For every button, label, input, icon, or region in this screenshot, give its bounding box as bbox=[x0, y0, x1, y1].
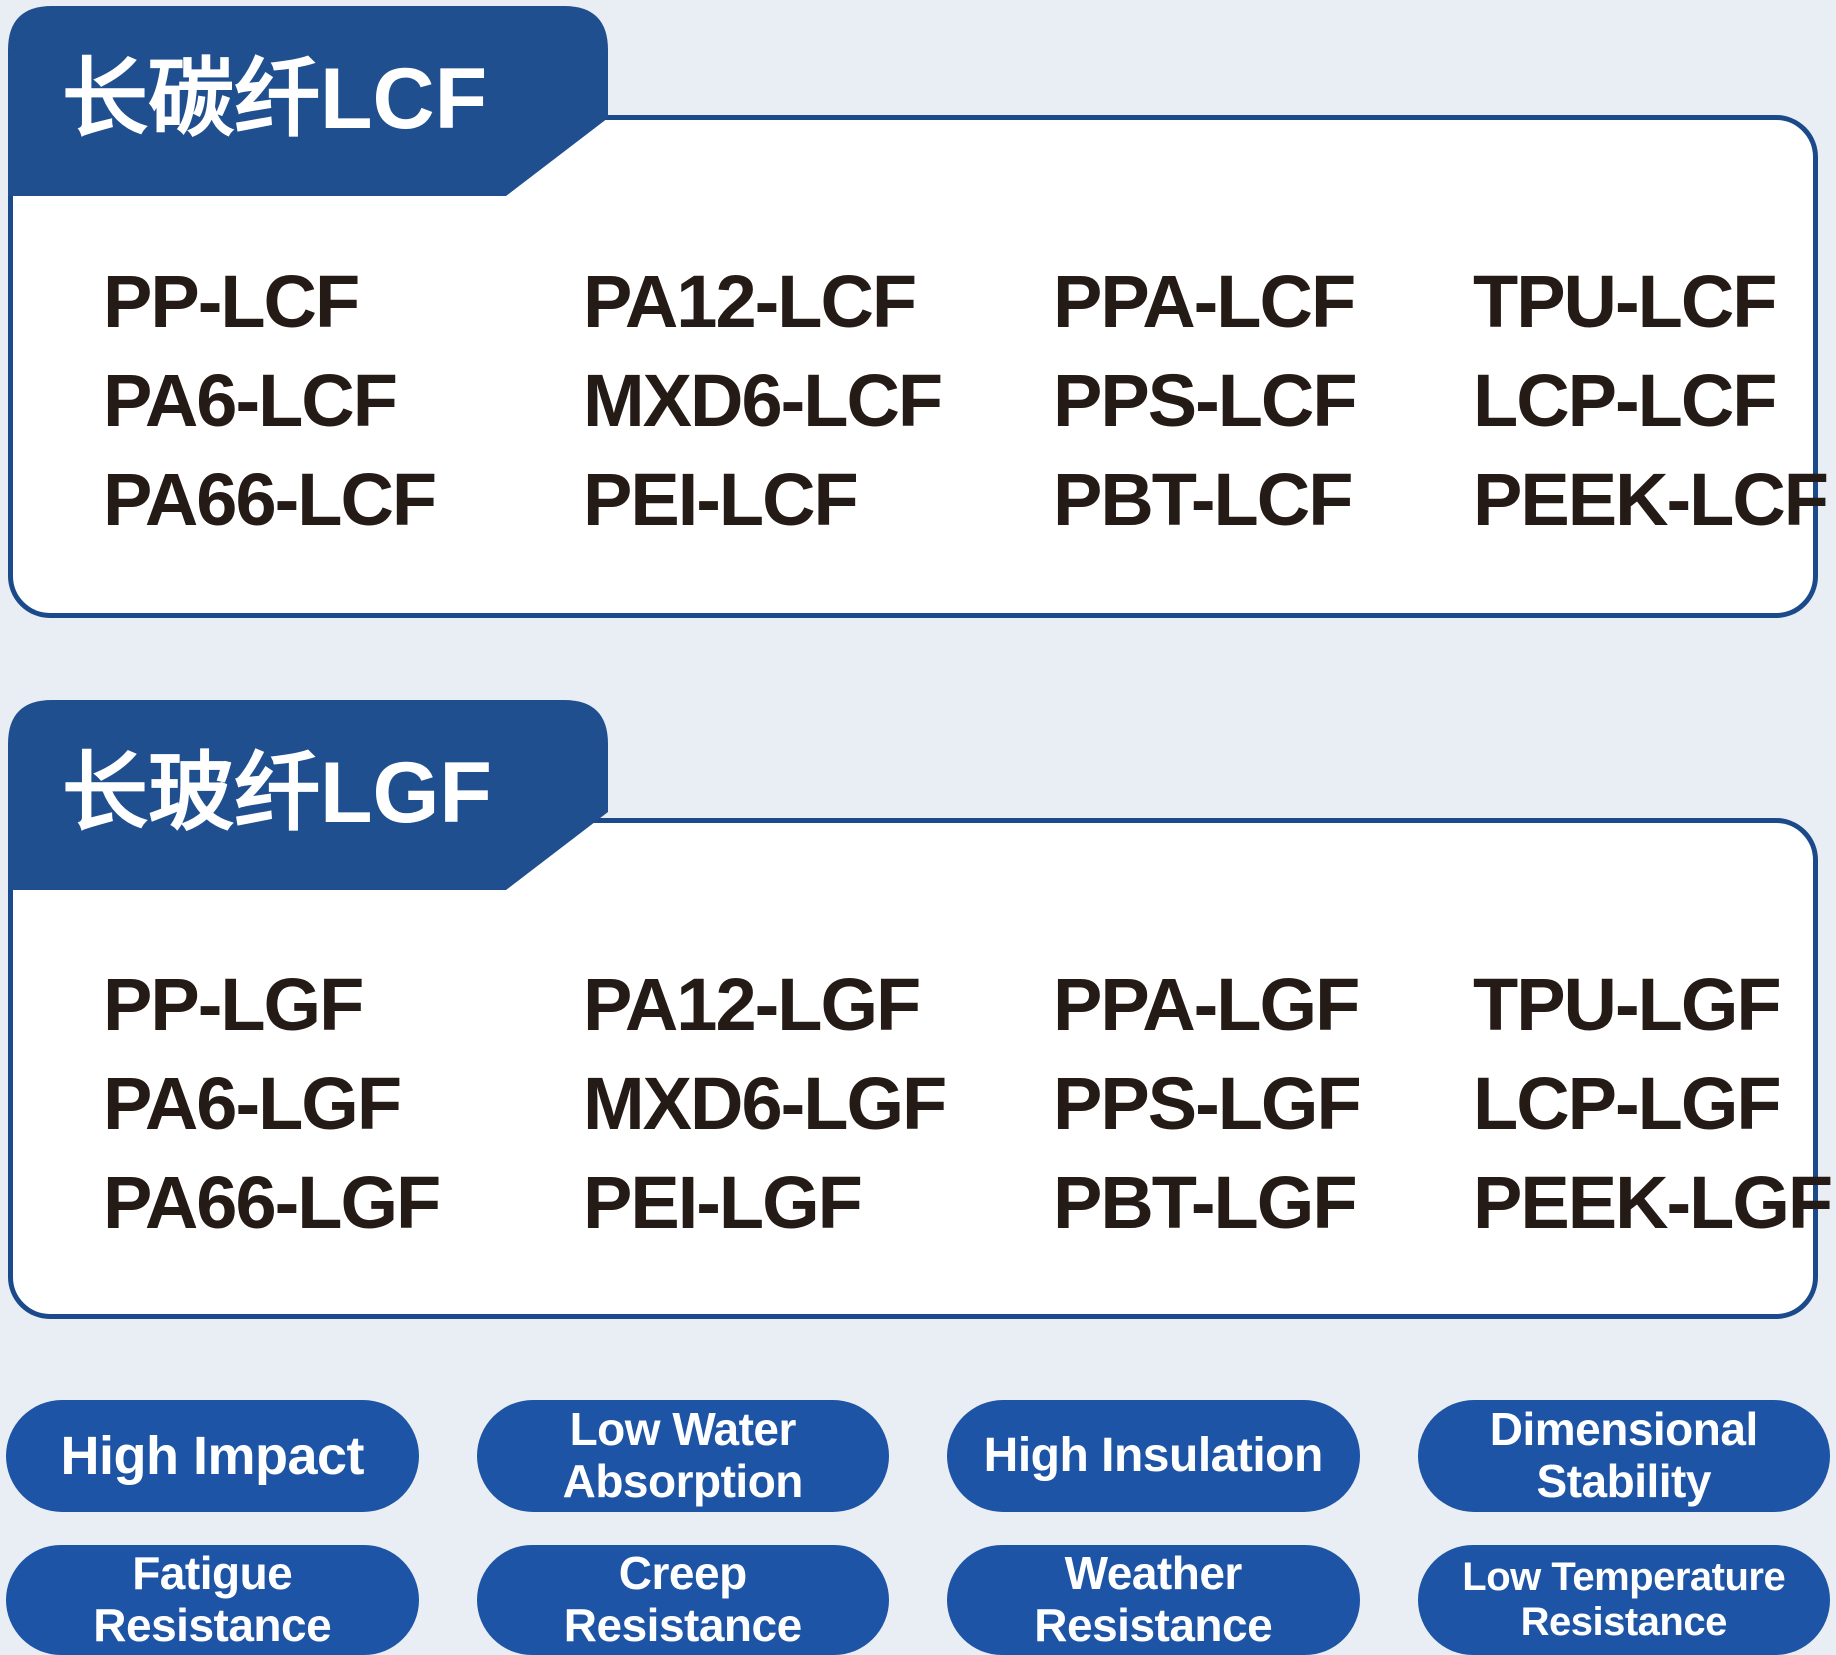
lgf-tab-title: 长玻纤LGF bbox=[62, 744, 492, 841]
material-item: LCP-LGF bbox=[1473, 1062, 1782, 1145]
material-item: PBT-LCF bbox=[1053, 458, 1353, 541]
lcf-card: PP-LCF PA12-LCF PPA-LCF TPU-LCF PA6-LCF … bbox=[8, 115, 1829, 618]
material-item: TPU-LGF bbox=[1473, 963, 1782, 1046]
badge-dimensional-stability: Dimensional Stability bbox=[1417, 1400, 1830, 1512]
material-item: MXD6-LGF bbox=[583, 1062, 947, 1145]
material-item: PA6-LCF bbox=[103, 359, 398, 442]
material-item: PBT-LGF bbox=[1053, 1161, 1358, 1244]
lgf-tab: 长玻纤LGF bbox=[8, 700, 608, 890]
lcf-tab-title: 长碳纤LCF bbox=[62, 50, 488, 147]
tab-shape bbox=[8, 700, 608, 890]
tab-shape bbox=[8, 6, 608, 196]
material-item: PA6-LGF bbox=[103, 1062, 402, 1145]
material-item: PP-LGF bbox=[103, 963, 364, 1046]
badge-low-temperature-resistance: Low Temperature Resistance bbox=[1417, 1545, 1830, 1655]
material-item: PEEK-LCF bbox=[1473, 458, 1829, 541]
material-item: PPS-LCF bbox=[1053, 359, 1358, 442]
badge-weather-resistance: Weather Resistance bbox=[947, 1545, 1360, 1655]
material-item: PPA-LGF bbox=[1053, 963, 1360, 1046]
lcf-tab: 长碳纤LCF bbox=[8, 6, 608, 196]
badge-creep-resistance: Creep Resistance bbox=[476, 1545, 889, 1655]
material-item: PEI-LGF bbox=[583, 1161, 863, 1244]
material-item: PA66-LCF bbox=[103, 458, 437, 541]
material-item: PEEK-LGF bbox=[1473, 1161, 1833, 1244]
material-item: PP-LCF bbox=[103, 260, 360, 343]
material-item: PA66-LGF bbox=[103, 1161, 441, 1244]
material-item: LCP-LCF bbox=[1473, 359, 1778, 442]
badge-fatigue-resistance: Fatigue Resistance bbox=[6, 1545, 419, 1655]
material-item: PA12-LGF bbox=[583, 963, 921, 1046]
material-item: PPS-LGF bbox=[1053, 1062, 1362, 1145]
lcf-materials-grid: PP-LCF PA12-LCF PPA-LCF TPU-LCF PA6-LCF … bbox=[13, 120, 1829, 549]
material-item: MXD6-LCF bbox=[583, 359, 943, 442]
material-item: PEI-LCF bbox=[583, 458, 859, 541]
material-item: TPU-LCF bbox=[1473, 260, 1778, 343]
property-badges: High Impact Low Water Absorption High In… bbox=[6, 1400, 1830, 1655]
badge-high-impact: High Impact bbox=[6, 1400, 419, 1512]
lgf-card: PP-LGF PA12-LGF PPA-LGF TPU-LGF PA6-LGF … bbox=[8, 818, 1833, 1319]
badge-high-insulation: High Insulation bbox=[947, 1400, 1360, 1512]
lgf-materials-grid: PP-LGF PA12-LGF PPA-LGF TPU-LGF PA6-LGF … bbox=[13, 823, 1833, 1252]
badge-low-water-absorption: Low Water Absorption bbox=[476, 1400, 889, 1512]
material-item: PPA-LCF bbox=[1053, 260, 1356, 343]
material-item: PA12-LCF bbox=[583, 260, 917, 343]
